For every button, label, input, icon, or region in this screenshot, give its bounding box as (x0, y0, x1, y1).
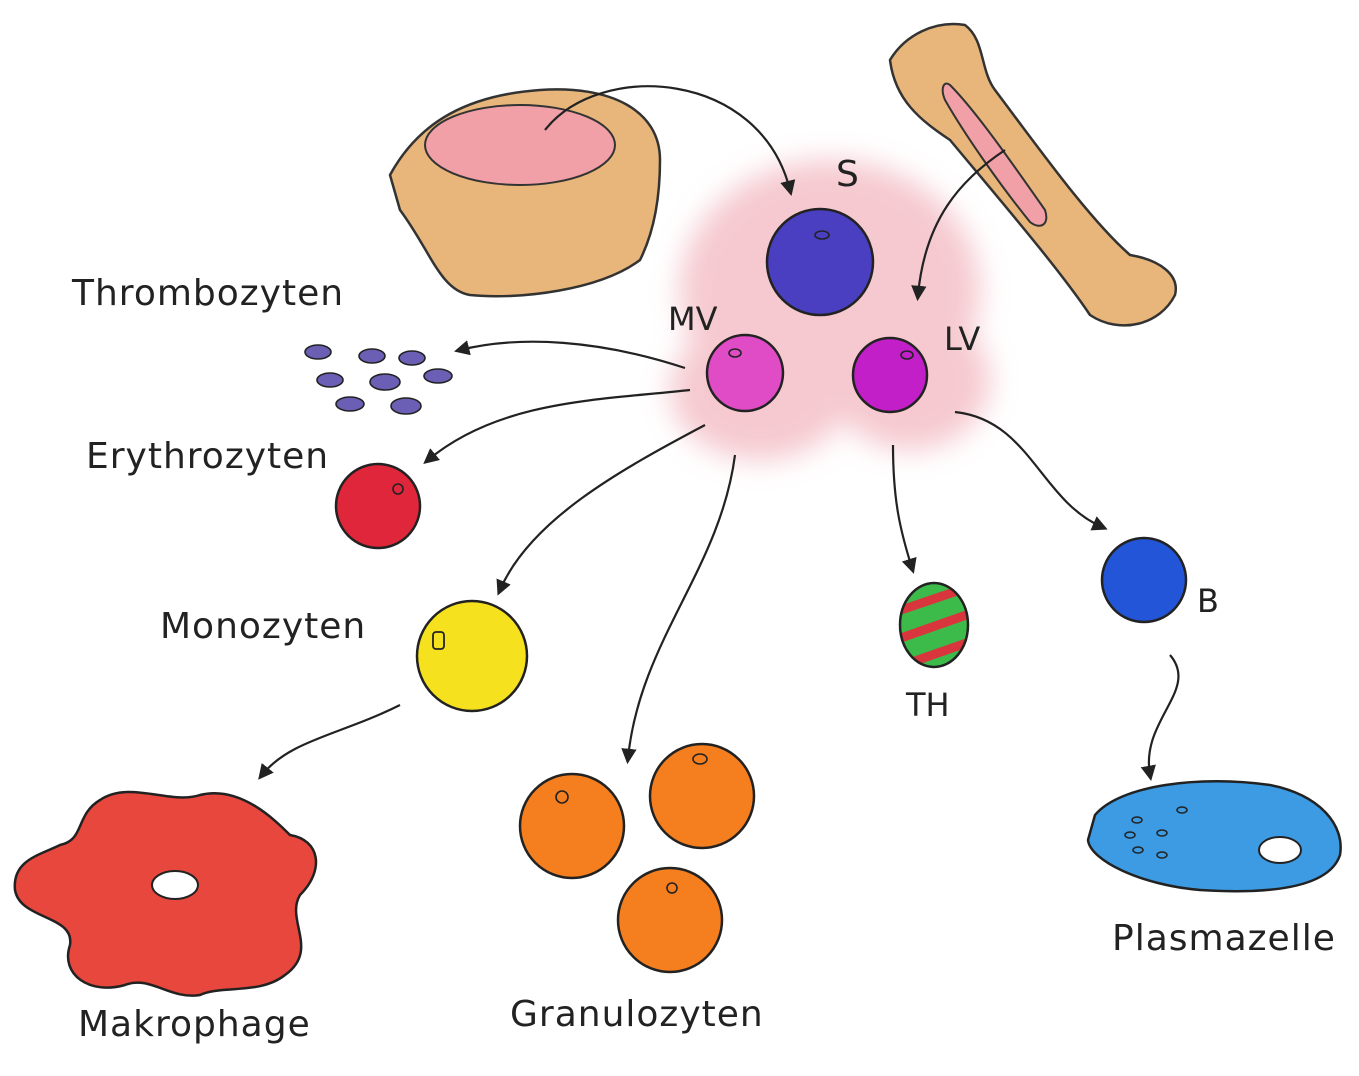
arrow-mv-to-thrombocytes (454, 340, 686, 370)
monocyte-cell (415, 599, 529, 713)
lymphoid-progenitor-cell (851, 336, 929, 414)
granulocyte-nuclei (555, 753, 708, 894)
label-macrophage: Makrophage (78, 1004, 311, 1045)
label-plasma-cell: Plasmazelle (1112, 918, 1336, 959)
label-granulocytes: Granulozyten (510, 994, 764, 1035)
arrow-mv-to-granulocytes (621, 454, 737, 765)
thrombocytes-cells (304, 344, 453, 415)
arrow-monocyte-to-macrophage (258, 704, 401, 780)
label-thrombocytes: Thrombozyten (71, 273, 344, 314)
label-monocytes: Monozyten (160, 606, 366, 647)
arrow-mv-to-monocytes (496, 424, 706, 596)
erythrocyte-cell (334, 462, 422, 550)
vertebra-bone (388, 88, 662, 298)
myeloid-progenitor-cell (705, 333, 785, 413)
arrow-bone-to-lv (911, 149, 1006, 302)
label-t-helper: TH (905, 686, 950, 724)
t-helper-cell (898, 581, 970, 669)
b-cell (1100, 536, 1188, 624)
label-b-cell: B (1197, 582, 1219, 620)
label-lymphoid-progenitor: LV (944, 320, 980, 358)
label-myeloid-progenitor: MV (668, 300, 718, 338)
plasma-cell (1086, 780, 1342, 893)
granulocyte-cells (518, 742, 756, 974)
stem-cell (765, 207, 875, 317)
label-erythrocytes: Erythrozyten (86, 436, 329, 477)
long-bone (888, 22, 1178, 327)
arrow-lv-to-th (891, 444, 917, 574)
macrophage-cell (13, 790, 318, 997)
arrow-vertebra-to-stem (544, 85, 796, 196)
arrows (258, 85, 1180, 782)
label-stem-cell: S (836, 154, 860, 195)
arrow-b-to-plasma (1140, 654, 1180, 782)
arrow-mv-to-erythrocytes (423, 388, 691, 464)
arrow-lv-to-b (954, 410, 1108, 531)
